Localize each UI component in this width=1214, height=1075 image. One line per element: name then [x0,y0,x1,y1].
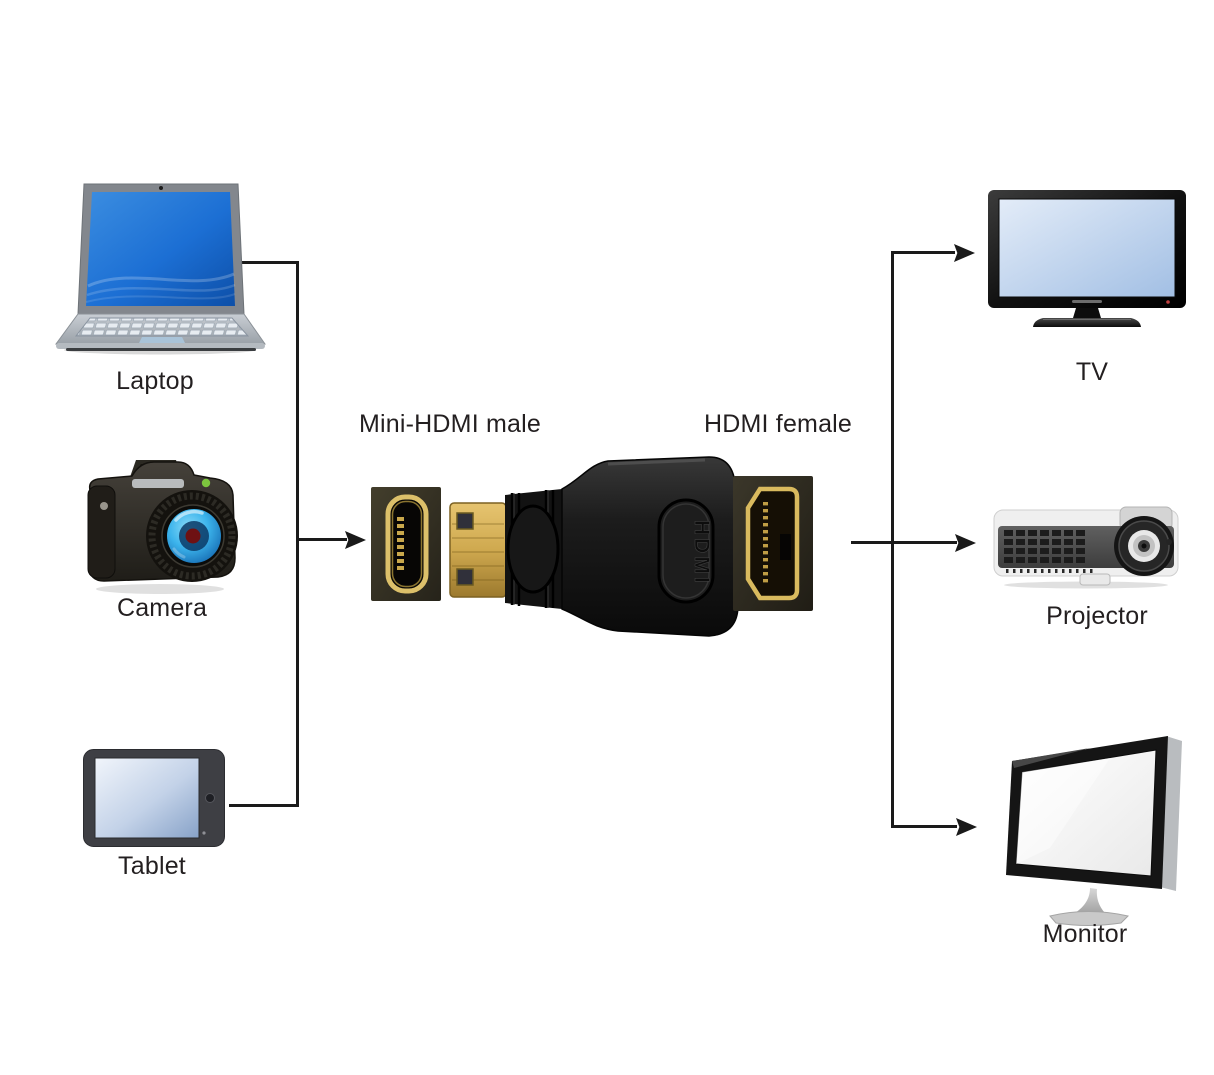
tv-branch-line [893,251,955,254]
adapter-input-line [297,538,347,541]
monitor-arrow-icon [956,818,977,836]
hdmi-female-label: HDMI female [703,410,853,438]
projector-label: Projector [1046,602,1148,630]
adapter-image: HDMI [441,450,741,640]
camera-image [80,450,242,596]
tv-image [988,190,1186,340]
laptop-branch-line [242,261,299,264]
laptop-image [52,182,269,356]
adapter-output-line [851,541,957,544]
tablet-branch-line [229,804,299,807]
hdmi-female-port-image [733,476,813,611]
left-bus-line [296,261,299,807]
laptop-label: Laptop [116,367,194,395]
right-bus-line [891,251,894,828]
tablet-label: Tablet [118,852,186,880]
adapter-input-arrow-icon [345,531,366,549]
tv-arrow-icon [954,244,975,262]
tablet-image [83,749,225,847]
monitor-branch-line [893,825,957,828]
monitor-label: Monitor [1042,920,1128,948]
tv-label: TV [1075,358,1109,386]
camera-label: Camera [116,594,208,622]
projector-image [992,502,1182,590]
monitor-image [990,728,1190,926]
projector-arrow-icon [955,534,976,552]
mini-hdmi-male-label: Mini-HDMI male [359,410,541,438]
adapter-embossed-text: HDMI [690,520,713,586]
mini-hdmi-port-image [371,487,441,601]
